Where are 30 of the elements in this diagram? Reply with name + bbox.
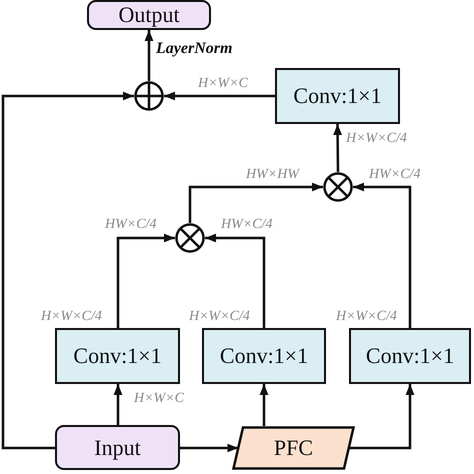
box-label: PFC xyxy=(274,435,314,461)
arrow xyxy=(114,384,122,425)
arrow xyxy=(348,384,414,450)
box-label: Conv:1×1 xyxy=(293,83,382,109)
box-label: Output xyxy=(118,2,180,28)
arrow xyxy=(188,182,323,223)
process-box xyxy=(275,68,400,124)
process-box xyxy=(55,328,180,384)
arrow xyxy=(260,384,268,426)
box-label: Conv:1×1 xyxy=(220,343,308,369)
product-symbol xyxy=(323,172,353,202)
terminal-box xyxy=(55,425,180,470)
sum-symbol xyxy=(134,81,164,111)
box-label: Conv:1×1 xyxy=(73,343,162,369)
process-box xyxy=(202,328,326,384)
arrow xyxy=(116,234,175,328)
arrow xyxy=(205,234,266,328)
arrow xyxy=(144,30,154,81)
edge-label: LayerNorm xyxy=(155,41,234,57)
arrow xyxy=(333,124,342,172)
arrow xyxy=(180,444,238,452)
box-label: Conv:1×1 xyxy=(366,343,454,369)
process-parallelogram xyxy=(232,426,355,470)
terminal-box xyxy=(87,0,211,30)
box-label: Input xyxy=(94,434,141,460)
arrow xyxy=(2,92,134,450)
arrow xyxy=(164,92,275,100)
arrow xyxy=(353,182,412,328)
process-box xyxy=(349,328,471,384)
product-symbol xyxy=(175,223,205,253)
